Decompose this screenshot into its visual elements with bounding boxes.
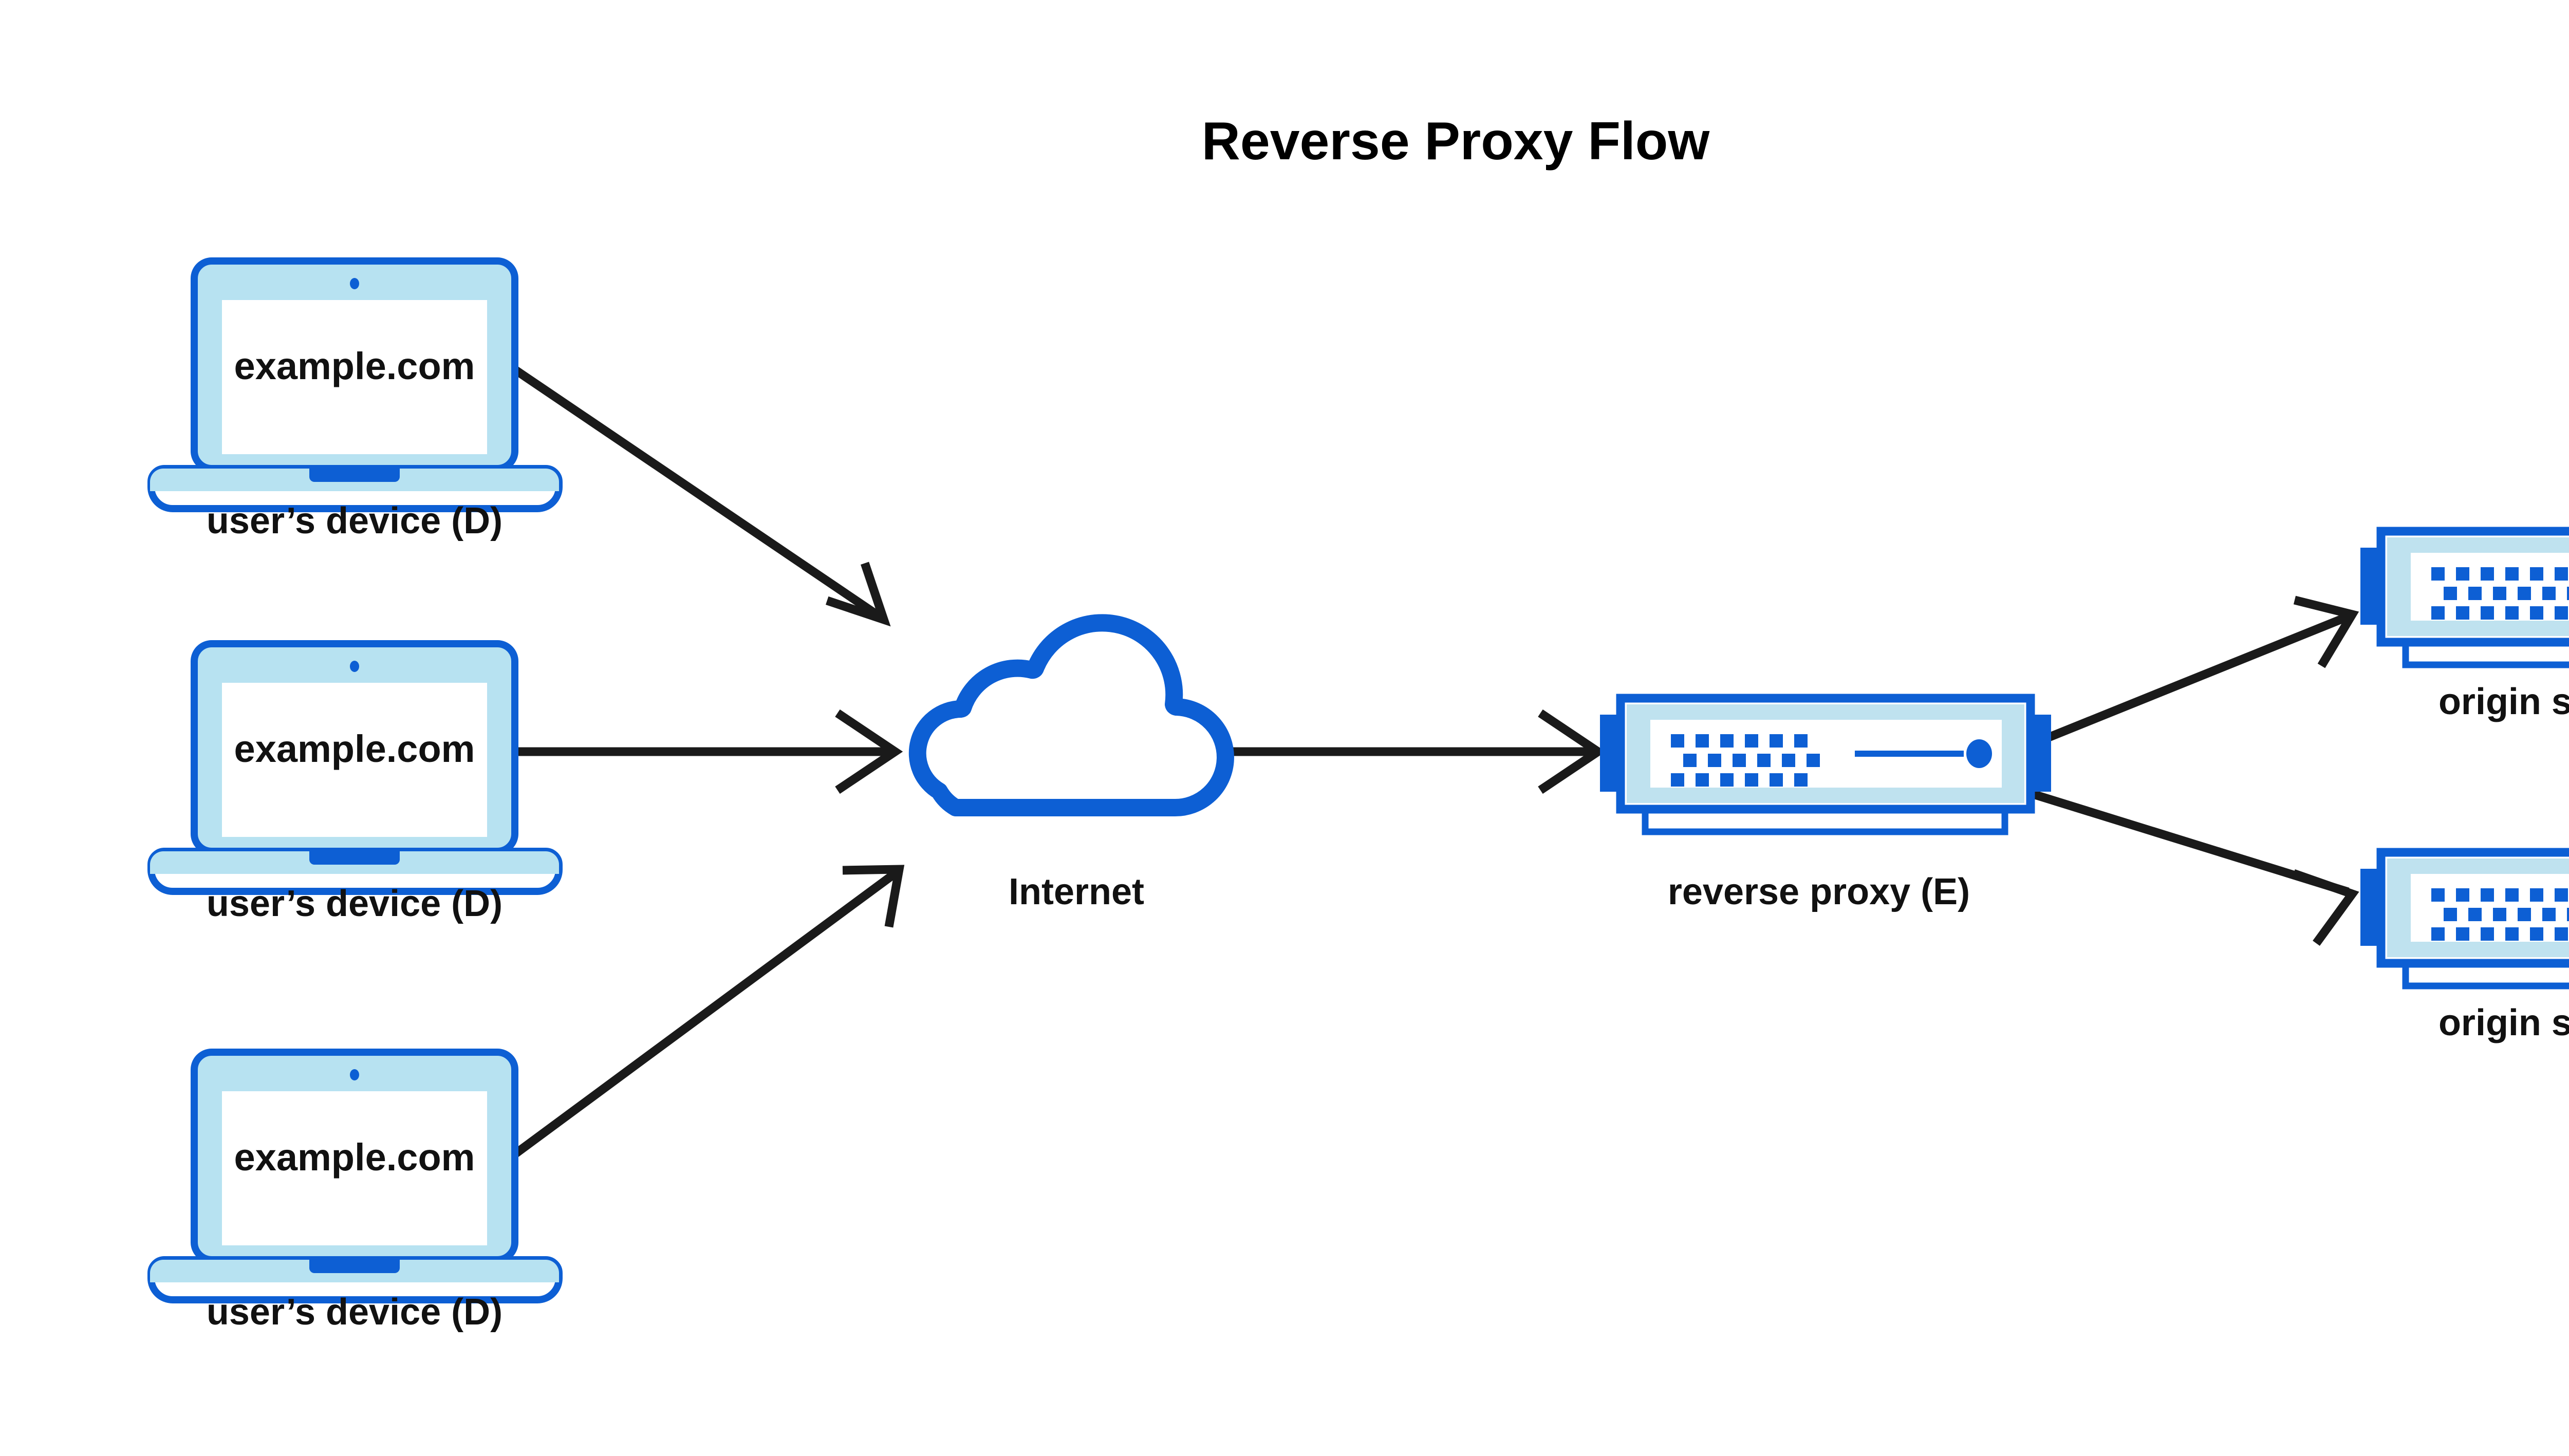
node-origin-2[interactable]: origin server (F) — [2360, 852, 2569, 1043]
arrow-client2-to-internet — [514, 709, 903, 794]
edge-group — [511, 365, 2359, 1159]
client-3-label: user’s device (D) — [207, 1292, 502, 1333]
origin-2-label: origin server (F) — [2438, 1002, 2569, 1043]
cloud-icon — [918, 623, 1225, 808]
node-client-2[interactable]: example.com user’s device (D) — [150, 644, 559, 924]
client-2-screen-text: example.com — [234, 727, 475, 770]
node-client-3[interactable]: example.com user’s device (D) — [150, 1052, 559, 1333]
node-client-1[interactable]: example.com user’s device (D) — [150, 261, 559, 542]
node-internet[interactable]: Internet — [918, 623, 1225, 912]
page-title: Reverse Proxy Flow — [1202, 111, 1710, 171]
arrow-client3-to-internet — [511, 865, 905, 1159]
client-1-label: user’s device (D) — [207, 500, 502, 542]
arrow-proxy-to-origin1 — [2005, 595, 2359, 758]
arrow-internet-to-proxy — [1233, 709, 1606, 794]
client-3-screen-text: example.com — [234, 1136, 475, 1179]
server-icon — [1600, 698, 2051, 832]
server-icon — [2360, 852, 2569, 986]
arrow-client1-to-internet — [511, 365, 891, 627]
internet-label: Internet — [1009, 871, 1144, 912]
client-2-label: user’s device (D) — [207, 883, 502, 924]
node-reverse-proxy[interactable]: reverse proxy (E) — [1600, 698, 2051, 912]
reverse-proxy-label: reverse proxy (E) — [1668, 871, 1970, 912]
server-icon — [2360, 531, 2569, 665]
client-1-screen-text: example.com — [234, 345, 475, 387]
node-origin-1[interactable]: origin server (F) — [2360, 531, 2569, 722]
origin-1-label: origin server (F) — [2438, 681, 2569, 722]
arrow-proxy-to-origin2 — [2005, 781, 2359, 946]
